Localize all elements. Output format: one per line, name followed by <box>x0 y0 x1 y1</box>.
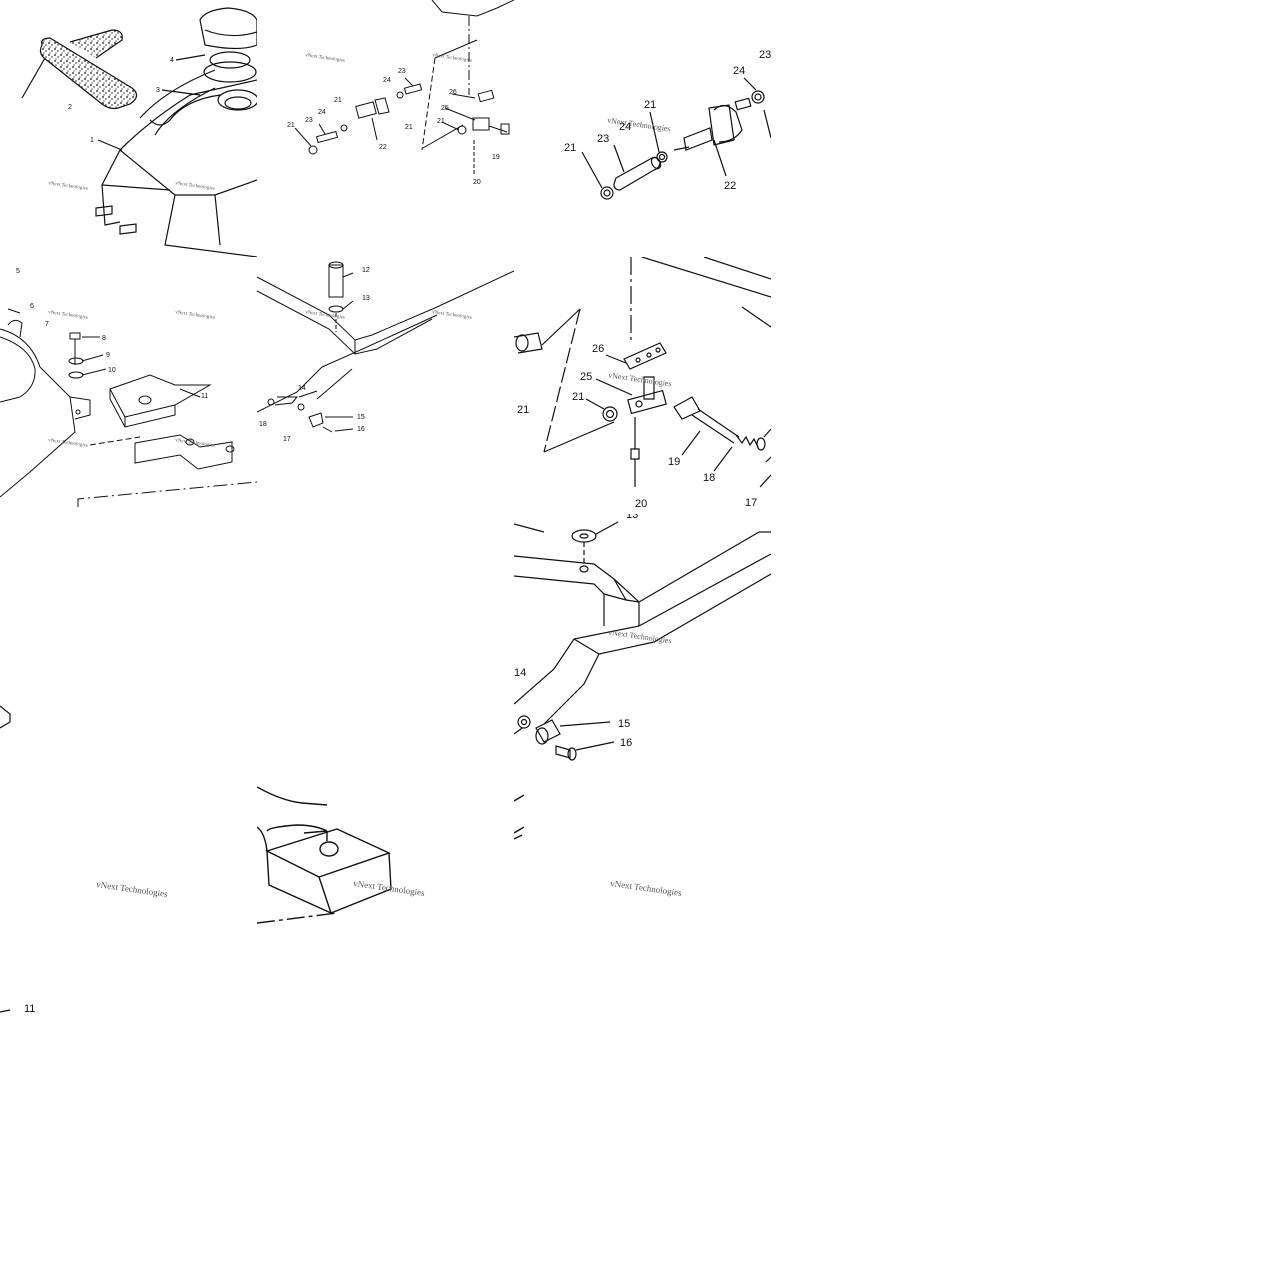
tile-fuel-tank: 1 2 3 4 vNext Technologies vNext Technol… <box>0 0 257 257</box>
callout-label: 19 <box>492 154 500 161</box>
fuel-valve-drawing <box>514 257 771 514</box>
callout-label: 25 <box>580 371 593 383</box>
callout-label: 19 <box>668 456 681 468</box>
callout-label: 16 <box>620 737 633 749</box>
callout-label: 23 <box>398 68 406 75</box>
tile-fuel-line-overview: 21 23 24 21 22 23 24 21 26 25 21 19 20 v… <box>257 0 514 257</box>
callout-label: 13 <box>362 295 370 302</box>
callout-label: 21 <box>644 99 657 111</box>
callout-label: 21 <box>287 122 295 129</box>
fuel-tank-drawing <box>0 0 257 257</box>
callout-label: 2 <box>68 104 72 111</box>
callout-label: 20 <box>473 179 481 186</box>
callout-label: 16 <box>357 426 365 433</box>
callout-label: 21 <box>334 97 342 104</box>
callout-label: 6 <box>30 303 34 310</box>
tile-block-fragment-center: vNext Technologies <box>257 771 514 931</box>
callout-label: 22 <box>379 144 387 151</box>
tile-fuel-valve-detail: 26 25 21 21 19 18 20 17 vNext Technologi… <box>514 257 771 514</box>
tile-frame-detail: 13 14 15 16 vNext Technologies <box>514 514 771 771</box>
callout-label: 20 <box>635 498 648 510</box>
callout-label: 24 <box>733 65 746 77</box>
callout-label: 1 <box>90 137 94 144</box>
callout-label: 21 <box>517 404 530 416</box>
frame-detail-drawing <box>514 514 771 771</box>
callout-label: 22 <box>724 180 737 192</box>
tile-fuel-filter-detail: 23 24 21 24 23 21 22 vNext Technologies <box>514 0 771 257</box>
callout-label: 8 <box>102 335 106 342</box>
tank-mounting-drawing <box>0 257 257 514</box>
callout-label: 26 <box>449 89 457 96</box>
callout-label: 9 <box>106 352 110 359</box>
callout-label: 25 <box>441 105 449 112</box>
tile-tank-mounting: 5 6 7 8 9 10 11 vNext Technologies vNext… <box>0 257 257 514</box>
callout-label: 21 <box>572 391 585 403</box>
callout-label: 12 <box>362 267 370 274</box>
callout-label: 23 <box>597 133 610 145</box>
callout-label: 3 <box>156 87 160 94</box>
callout-label: 26 <box>592 343 605 355</box>
block-fragment-left-drawing <box>0 700 257 1020</box>
callout-label: 21 <box>564 142 577 154</box>
callout-label: 21 <box>437 118 445 125</box>
callout-label: 18 <box>259 421 267 428</box>
callout-label: 4 <box>170 57 174 64</box>
callout-label: 14 <box>514 667 527 679</box>
callout-label: 23 <box>305 117 313 124</box>
frame-overview-drawing <box>257 257 514 514</box>
tile-frame-overview: 12 13 14 18 17 15 16 vNext Technologies … <box>257 257 514 514</box>
callout-label: 5 <box>16 268 20 275</box>
callout-label: 21 <box>405 124 413 131</box>
callout-label: 17 <box>745 497 758 509</box>
fuel-filter-drawing <box>514 0 771 257</box>
fuel-line-drawing <box>257 0 514 257</box>
callout-label: 10 <box>108 367 116 374</box>
callout-label: 15 <box>618 718 631 730</box>
tile-block-fragment-left: vNext Technologies 11 <box>0 700 257 1020</box>
tile-block-fragment-right: vNext Technologies <box>514 771 771 931</box>
block-fragment-right-drawing <box>514 771 771 931</box>
callout-label: 17 <box>283 436 291 443</box>
callout-label: 13 <box>626 514 639 521</box>
block-fragment-center-drawing <box>257 771 514 931</box>
callout-label: 24 <box>383 77 391 84</box>
callout-label: 24 <box>619 121 632 133</box>
callout-label: 14 <box>298 385 306 392</box>
callout-label: 11 <box>201 393 209 400</box>
callout-label: 11 <box>24 1003 36 1015</box>
callout-label: 24 <box>318 109 326 116</box>
callout-label: 7 <box>45 321 49 328</box>
callout-label: 23 <box>759 49 771 61</box>
callout-label: 18 <box>703 472 716 484</box>
callout-label: 15 <box>357 414 365 421</box>
